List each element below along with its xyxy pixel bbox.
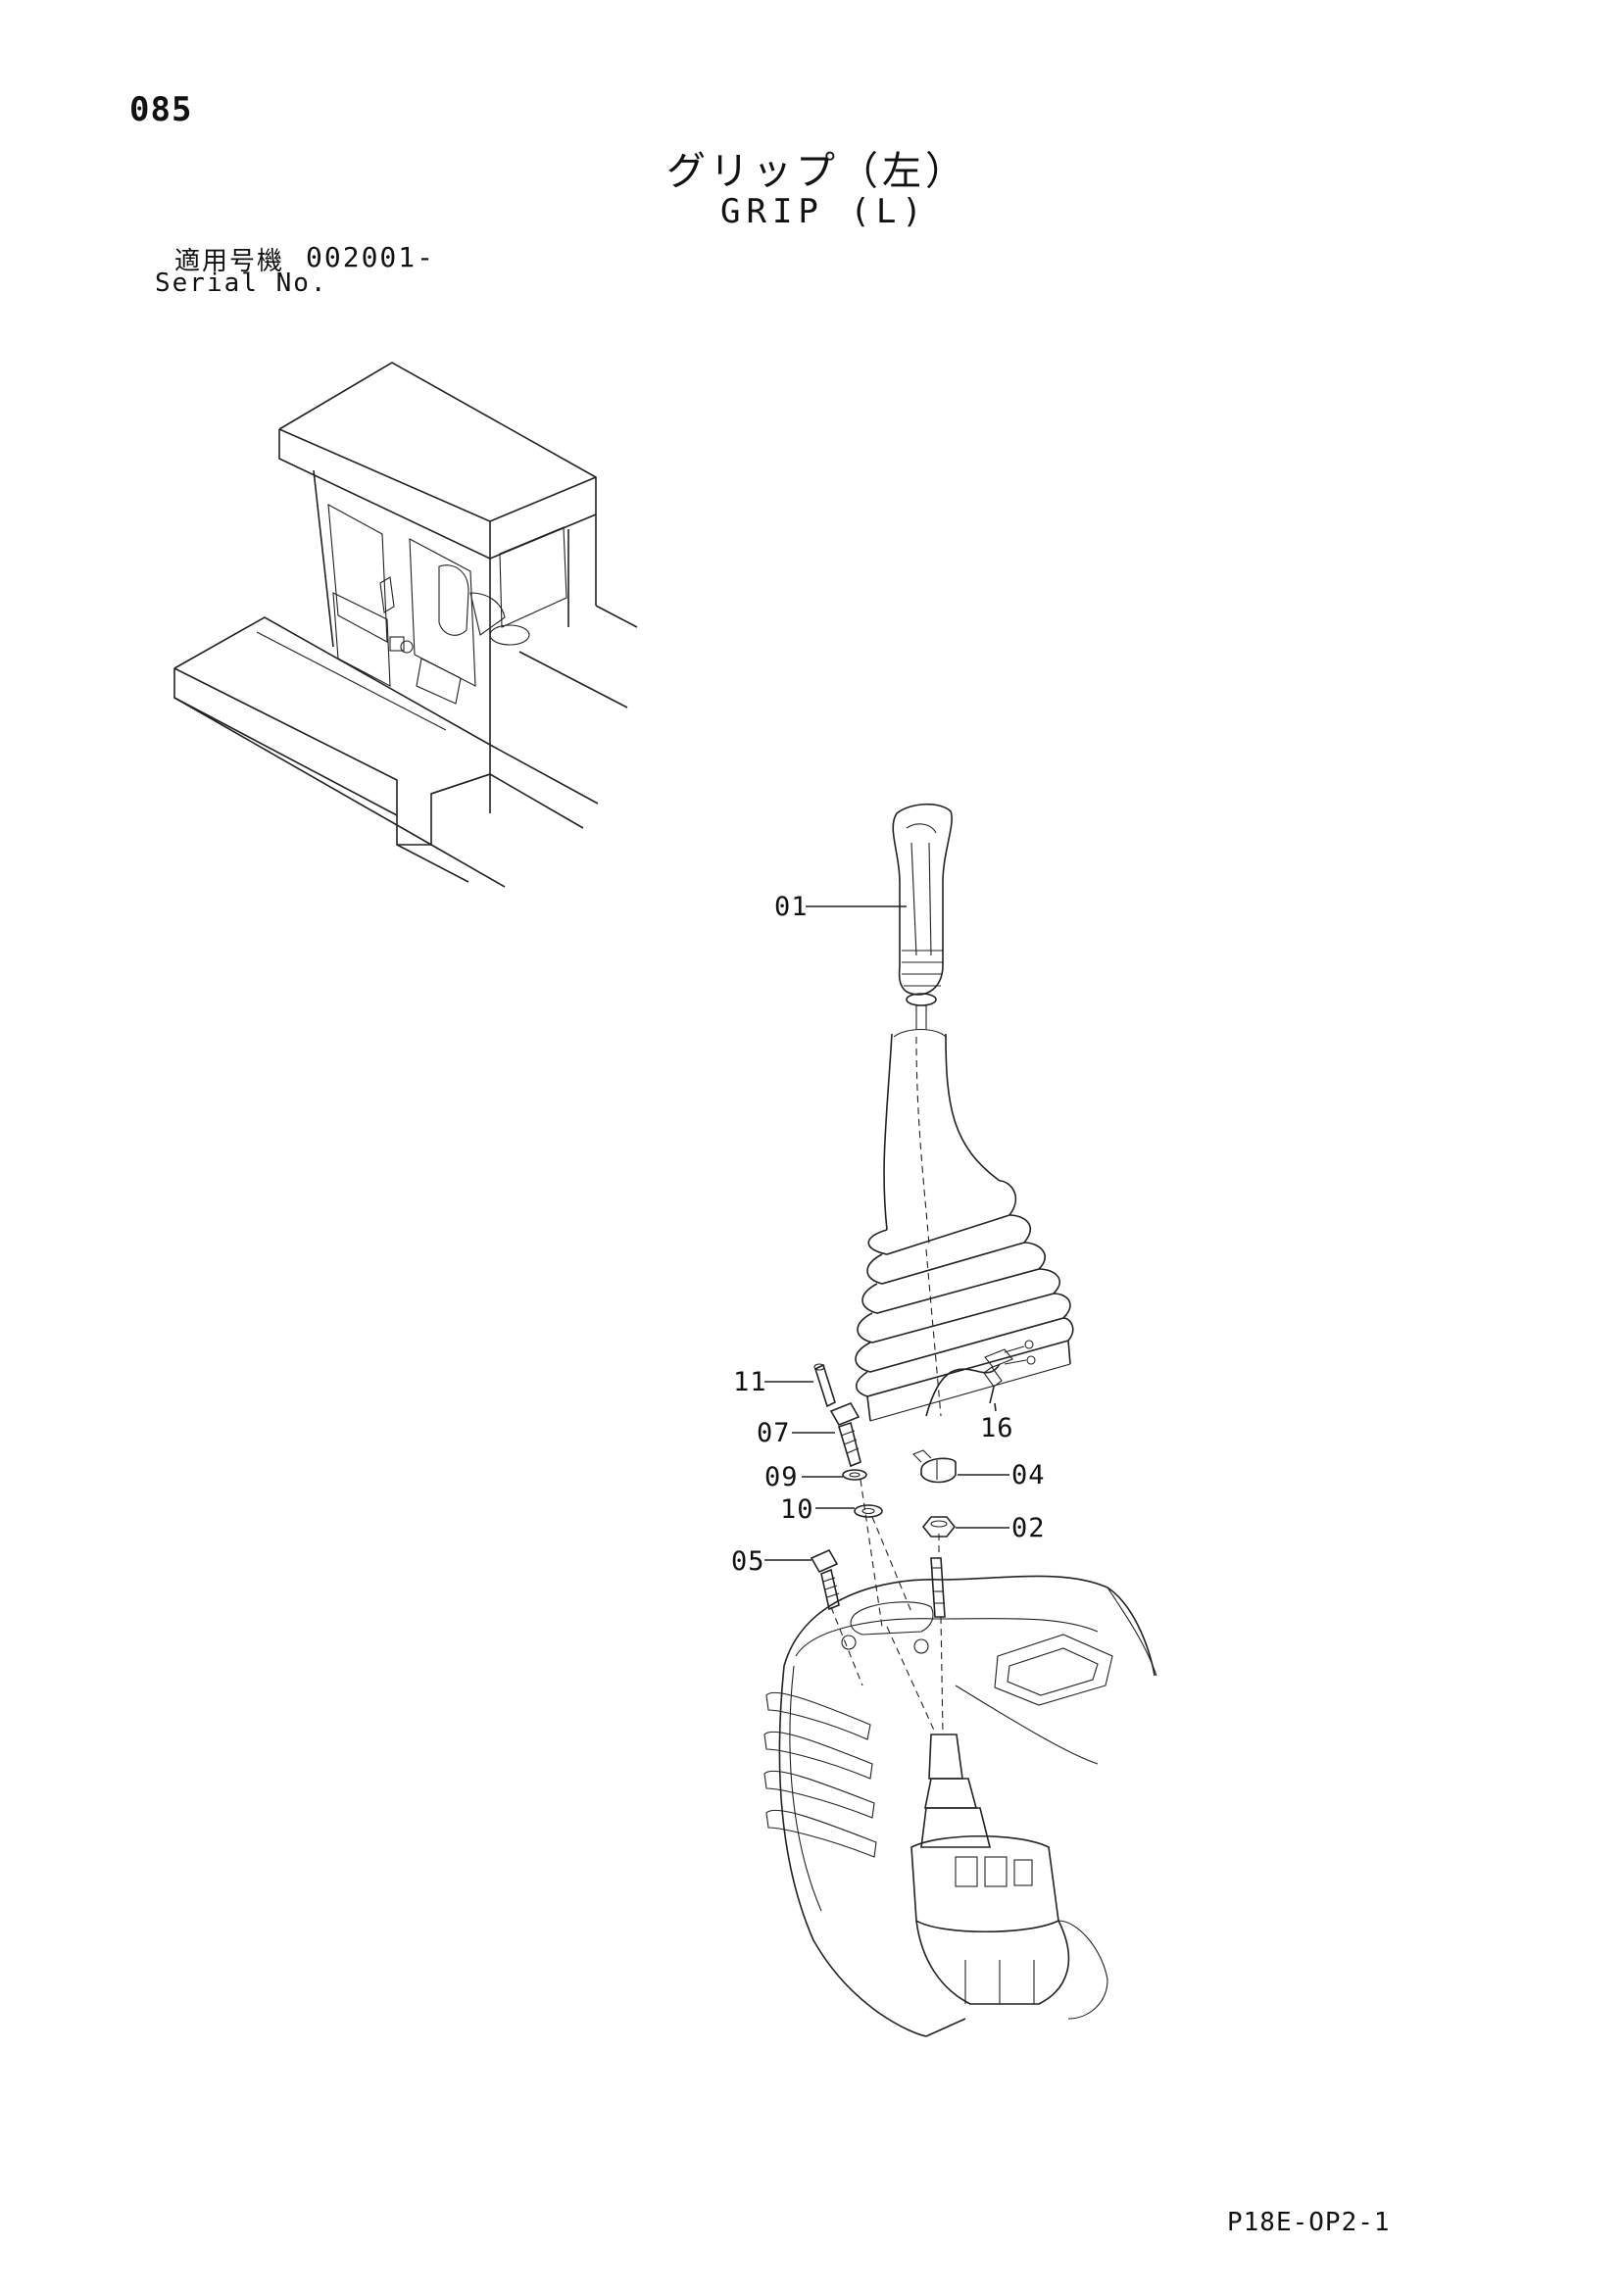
console-housing <box>763 1575 1157 2037</box>
callout-02: 02 <box>1011 1513 1046 1543</box>
callout-11: 11 <box>733 1367 767 1397</box>
cab-overview-illustration <box>173 362 638 888</box>
rubber-boot <box>855 1028 1074 1422</box>
callout-01: 01 <box>774 892 809 922</box>
serial-label-jp: 適用号機 <box>174 247 285 276</box>
page-number: 085 <box>129 90 193 129</box>
callout-04: 04 <box>1011 1460 1046 1490</box>
serial-value: 002001- <box>306 241 436 273</box>
leader-16 <box>994 1402 997 1412</box>
grip-knob-part-01 <box>892 803 953 1029</box>
page-title-jp: グリップ（左） <box>666 149 968 194</box>
callout-09: 09 <box>764 1462 799 1492</box>
serial-label-en: Serial No. <box>155 269 328 298</box>
document-code: P18E-OP2-1 <box>1227 2208 1391 2237</box>
callout-16: 16 <box>980 1413 1014 1443</box>
hardware-parts <box>810 1363 957 1686</box>
callout-10: 10 <box>780 1494 814 1525</box>
page-title-en: GRIP (L) <box>720 192 928 231</box>
callout-07: 07 <box>757 1418 791 1448</box>
callout-05: 05 <box>731 1546 765 1577</box>
callout-leaders <box>764 905 1009 1561</box>
